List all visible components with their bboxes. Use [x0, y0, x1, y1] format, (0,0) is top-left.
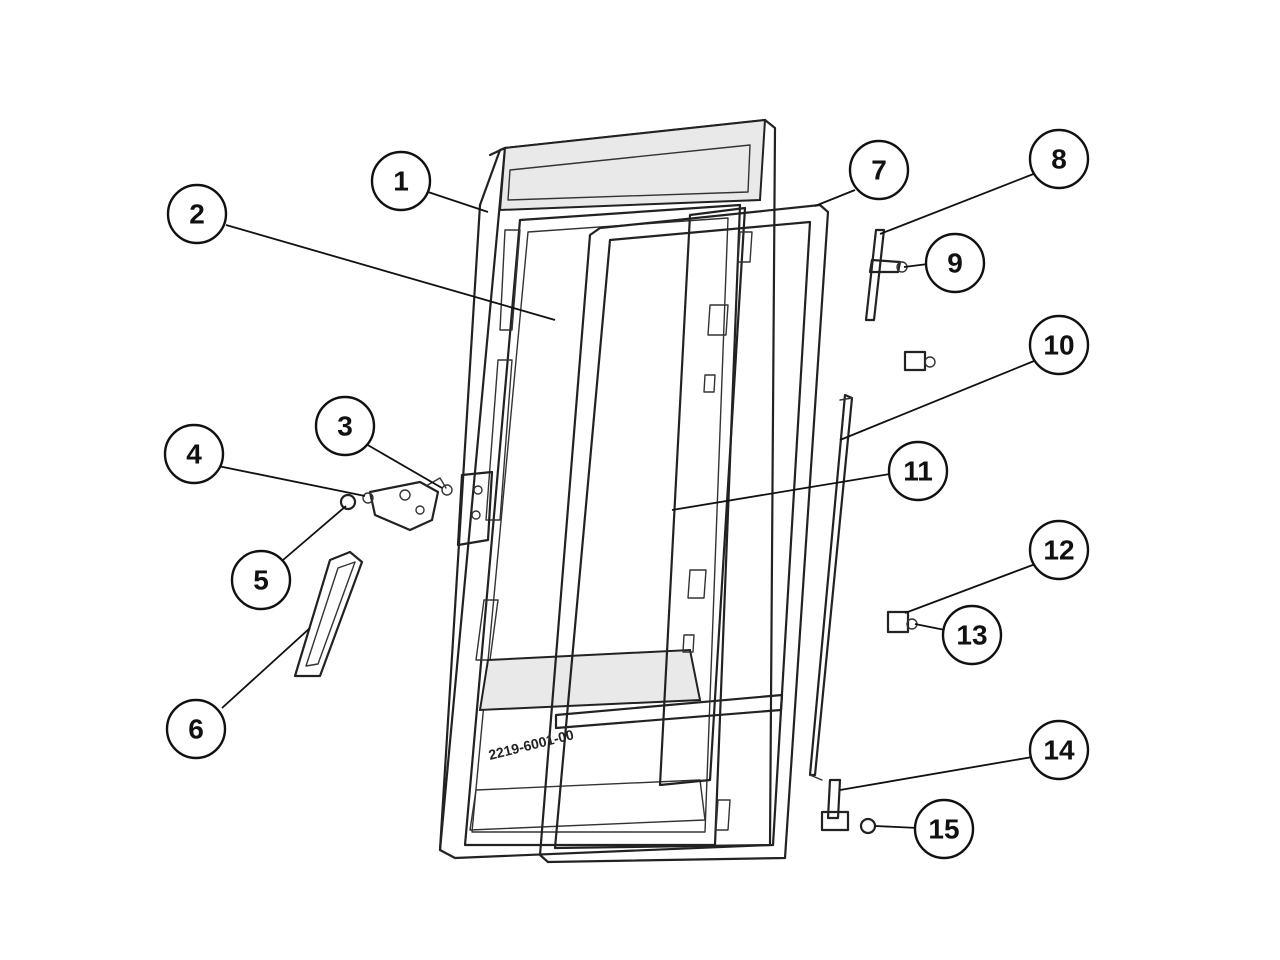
callout-9: 9	[924, 232, 986, 294]
callout-2: 2	[166, 183, 228, 245]
door-panel	[469, 229, 706, 831]
callout-13: 13	[941, 604, 1003, 666]
callout-4: 4	[163, 423, 225, 485]
latch-plate	[339, 477, 447, 532]
catch-block	[903, 350, 936, 372]
callout-3-number: 3	[337, 411, 353, 442]
callout-6: 6	[165, 698, 227, 760]
callout-14-number: 14	[1043, 735, 1075, 766]
latch-rod	[864, 228, 908, 322]
callout-13-number: 13	[956, 620, 987, 651]
callout-9-number: 9	[947, 248, 963, 279]
callout-5-number: 5	[253, 565, 269, 596]
callout-11: 11	[887, 440, 949, 502]
callout-5: 5	[230, 549, 292, 611]
callout-10: 10	[1028, 314, 1090, 376]
callout-15-number: 15	[928, 814, 959, 845]
callout-1-number: 1	[393, 166, 409, 197]
callout-14: 14	[1028, 719, 1090, 781]
callout-2-number: 2	[189, 199, 205, 230]
long-rod	[808, 393, 854, 781]
callout-7: 7	[848, 139, 910, 201]
callout-15: 15	[913, 798, 975, 860]
callout-11-number: 11	[903, 456, 933, 487]
callout-12: 12	[1028, 519, 1090, 581]
inner-frame	[538, 203, 830, 864]
callout-10-number: 10	[1043, 330, 1074, 361]
callout-4-number: 4	[186, 439, 202, 470]
callout-6-number: 6	[188, 714, 204, 745]
callout-7-number: 7	[871, 155, 887, 186]
callout-1: 1	[370, 150, 432, 212]
right-rail	[658, 206, 753, 831]
hinge-bracket	[441, 470, 494, 547]
callout-8-number: 8	[1051, 144, 1067, 175]
callout-12-number: 12	[1043, 535, 1074, 566]
door-handle	[293, 550, 364, 678]
leader-lines	[217, 172, 1039, 829]
callout-8: 8	[1028, 128, 1090, 190]
callout-3: 3	[314, 395, 376, 457]
keeper-block	[886, 610, 918, 634]
